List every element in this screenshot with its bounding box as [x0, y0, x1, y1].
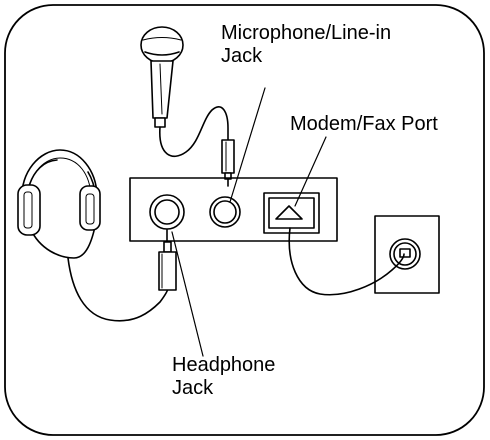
modem-cable [288, 227, 405, 296]
headphone-jack [149, 194, 185, 230]
microphone-icon [140, 26, 184, 128]
headphone-plug [158, 229, 177, 291]
jack-panel [129, 177, 338, 242]
modem-fax-port-label-line-1: Modem/Fax Port [290, 113, 438, 135]
microphone-jack-label-line-1: Microphone/Line-in [221, 22, 392, 44]
headphone-jack-label-line-2: Jack [172, 377, 214, 399]
headset-icon [17, 149, 101, 259]
leader-microphone [229, 87, 266, 203]
leader-headphone [171, 231, 204, 357]
microphone-jack-label-line-2: Jack [221, 45, 263, 67]
microphone-jack-label: Microphone/Line-in Jack [221, 22, 391, 68]
headphone-cable [67, 257, 169, 322]
wall-plate [374, 215, 440, 294]
modem-fax-port-label: Modem/Fax Port [290, 113, 438, 136]
microphone-plug [221, 139, 235, 187]
leader-modem [294, 136, 327, 207]
microphone-jack [209, 196, 241, 228]
headphone-jack-label-line-1: Headphone [172, 354, 276, 376]
diagram-frame [4, 4, 485, 436]
headphone-jack-label: Headphone Jack [172, 354, 275, 400]
microphone-cable [159, 105, 229, 158]
modem-port [263, 192, 320, 234]
